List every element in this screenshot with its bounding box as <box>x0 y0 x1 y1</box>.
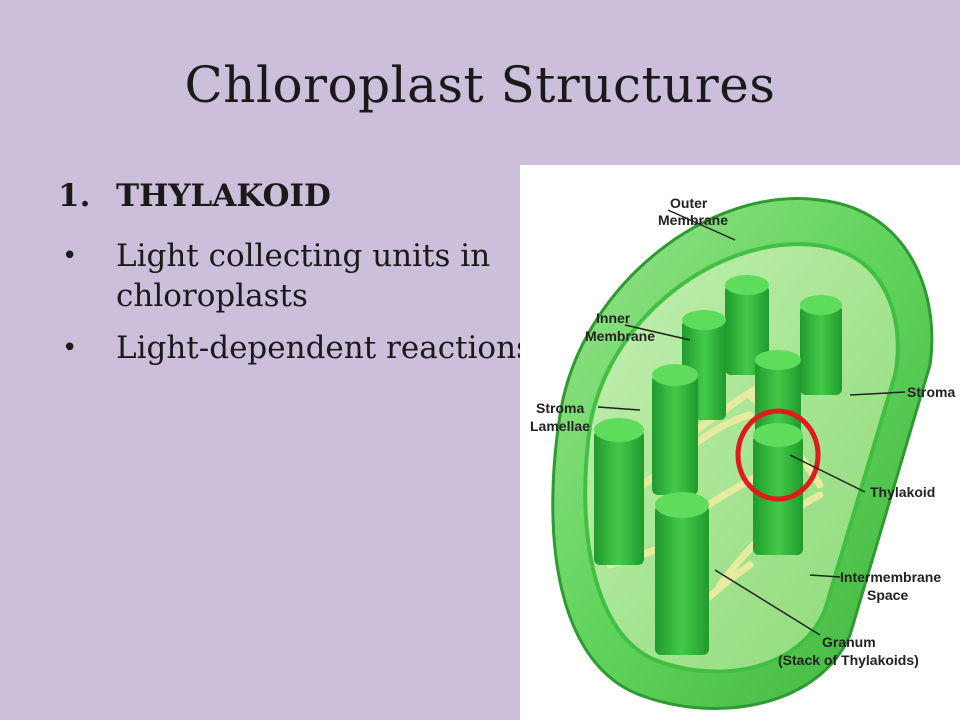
label-pointer-lines <box>597 209 906 636</box>
label-stroma-lamellae: Stroma <box>536 400 584 416</box>
chloroplast-diagram: Outer Membrane Inner Membrane Stroma Str… <box>520 165 960 720</box>
grana-stacks <box>594 275 842 655</box>
item-heading: THYLAKOID <box>116 178 331 214</box>
slide-content: 1. THYLAKOID • Light collecting units in … <box>58 178 532 380</box>
granum-stack <box>753 423 803 555</box>
label-outer-membrane-line2: Membrane <box>658 212 728 228</box>
granum-stack <box>800 295 842 395</box>
label-granum-line2: (Stack of Thylakoids) <box>778 652 919 668</box>
granum-stack <box>652 364 698 495</box>
label-inner-membrane-line2: Membrane <box>585 328 655 344</box>
bullet-text: Light-dependent reactions <box>116 330 532 366</box>
label-intermembrane-space: Intermembrane <box>840 569 941 585</box>
label-stroma-lamellae-line2: Lamellae <box>530 418 590 434</box>
label-outer-membrane: Outer <box>670 195 708 211</box>
label-granum: Granum <box>822 634 876 650</box>
slide-title: Chloroplast Structures <box>184 56 776 114</box>
thylakoid-highlight-circle <box>735 408 821 502</box>
label-thylakoid: Thylakoid <box>870 484 935 500</box>
bullet-text: Light collecting units in chloroplasts <box>116 238 491 314</box>
bullet-item: • Light-dependent reactions <box>58 328 536 368</box>
item-number: 1. <box>58 178 91 214</box>
bullet-dot-icon: • <box>62 241 78 271</box>
chloroplast-illustration: Outer Membrane Inner Membrane Stroma Str… <box>530 195 955 710</box>
granum-stack <box>725 275 769 375</box>
label-inner-membrane: Inner <box>596 310 631 326</box>
numbered-heading: 1. THYLAKOID <box>58 178 528 214</box>
granum-stack <box>594 418 644 565</box>
bullet-item: • Light collecting units in chloroplasts <box>58 236 536 316</box>
granum-stack <box>655 492 709 655</box>
bullet-dot-icon: • <box>62 333 78 363</box>
label-intermembrane-space-line2: Space <box>867 587 908 603</box>
label-stroma: Stroma <box>907 384 955 400</box>
